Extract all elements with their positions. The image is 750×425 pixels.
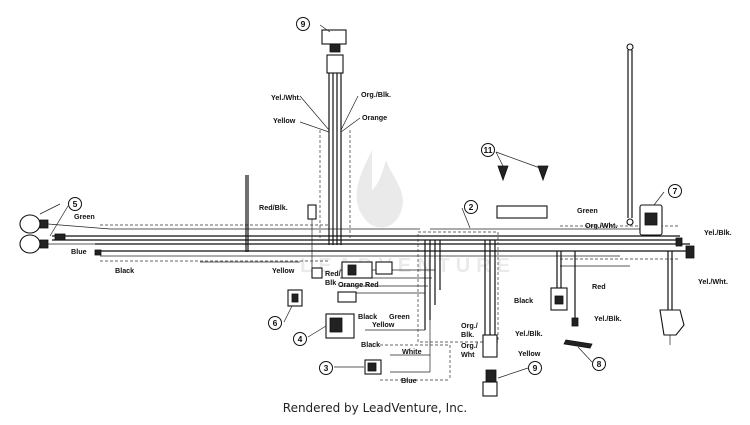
leader-lines bbox=[283, 24, 665, 379]
headlight-left-top bbox=[19, 214, 111, 234]
svg-text:8: 8 bbox=[597, 359, 602, 369]
callout-6: 6 bbox=[268, 316, 282, 330]
ignition-switch-7 bbox=[639, 204, 663, 236]
label-yellow-mid: Yellow bbox=[272, 266, 295, 275]
callout-4: 4 bbox=[293, 332, 307, 346]
label-red-blk-mid: Red/Blk. bbox=[259, 203, 288, 212]
callout-7: 7 bbox=[668, 184, 682, 198]
lower-switch-9 bbox=[482, 334, 498, 397]
label-yel-blk-center: Yel./Blk. bbox=[515, 329, 543, 338]
svg-text:6: 6 bbox=[273, 318, 278, 328]
label-yellow-low: Yellow bbox=[372, 320, 395, 329]
callout-5: 5 bbox=[68, 197, 82, 211]
right-connector bbox=[675, 237, 695, 259]
brake-switch-8 bbox=[563, 339, 593, 349]
callout-9-bottom: 9 bbox=[528, 361, 542, 375]
callout-11: 11 bbox=[481, 143, 495, 157]
svg-text:5: 5 bbox=[73, 199, 78, 209]
callout-3: 3 bbox=[319, 361, 333, 375]
svg-text:7: 7 bbox=[673, 186, 678, 196]
main-harness bbox=[52, 175, 690, 267]
svg-text:3: 3 bbox=[324, 363, 329, 373]
part-3 bbox=[364, 359, 382, 375]
label-yel-wht-right: Yel./Wht. bbox=[698, 277, 728, 286]
label-org-wht-right: Org./Wht. bbox=[585, 221, 617, 230]
part-6 bbox=[287, 289, 303, 307]
label-org-wht-lower-1: Org./ bbox=[461, 341, 478, 350]
wiring-schematic: LEADVENTURE bbox=[19, 17, 732, 397]
callout-9-top: 9 bbox=[296, 17, 310, 31]
label-green-mid: Green bbox=[389, 312, 410, 321]
label-red: Red bbox=[365, 280, 379, 289]
svg-text:2: 2 bbox=[469, 202, 474, 212]
label-org-blk-top: Org./Blk. bbox=[361, 90, 391, 99]
svg-text:11: 11 bbox=[484, 145, 493, 155]
label-org-wht-lower-2: Wht bbox=[461, 350, 475, 359]
svg-text:9: 9 bbox=[301, 19, 306, 29]
center-bundle bbox=[307, 204, 499, 381]
label-org-blk-lower-1: Org./ bbox=[461, 321, 478, 330]
label-orange: Orange bbox=[338, 280, 363, 289]
label-blue-left: Blue bbox=[71, 247, 87, 256]
callout-8: 8 bbox=[592, 357, 606, 371]
label-green-right: Green bbox=[577, 206, 598, 215]
label-black-right: Black bbox=[514, 296, 533, 305]
label-green-left: Green bbox=[74, 212, 95, 221]
rear-rod bbox=[626, 43, 634, 226]
label-red-right: Red bbox=[592, 282, 606, 291]
callout-2: 2 bbox=[464, 200, 478, 214]
pto-switch bbox=[496, 205, 579, 327]
fasteners-11 bbox=[497, 165, 549, 182]
rendered-by-footer: Rendered by LeadVenture, Inc. bbox=[282, 401, 468, 415]
label-yel-blk-lower: Yel./Blk. bbox=[594, 314, 622, 323]
label-yel-blk-right: Yel./Blk. bbox=[704, 228, 732, 237]
headlight-left-bottom bbox=[19, 233, 102, 256]
label-red-small: Red/ bbox=[325, 269, 341, 278]
label-blue-low: Blue bbox=[401, 376, 417, 385]
vertical-harness bbox=[299, 29, 361, 245]
label-yellow-top: Yellow bbox=[273, 116, 296, 125]
label-yellow-center: Yellow bbox=[518, 349, 541, 358]
label-black-low: Black bbox=[361, 340, 380, 349]
svg-text:4: 4 bbox=[298, 334, 303, 344]
label-org-blk-lower-2: Blk. bbox=[461, 330, 474, 339]
label-black-green: Black bbox=[358, 312, 377, 321]
svg-text:9: 9 bbox=[533, 363, 538, 373]
solenoid-4 bbox=[325, 313, 355, 339]
seat-switch bbox=[659, 251, 685, 345]
label-white-low: White bbox=[402, 347, 422, 356]
label-black-left: Black bbox=[115, 266, 134, 275]
label-blk-small: Blk bbox=[325, 278, 336, 287]
label-orange-top: Orange bbox=[362, 113, 387, 122]
label-yel-wht-top: Yel./Wht. bbox=[271, 93, 301, 102]
